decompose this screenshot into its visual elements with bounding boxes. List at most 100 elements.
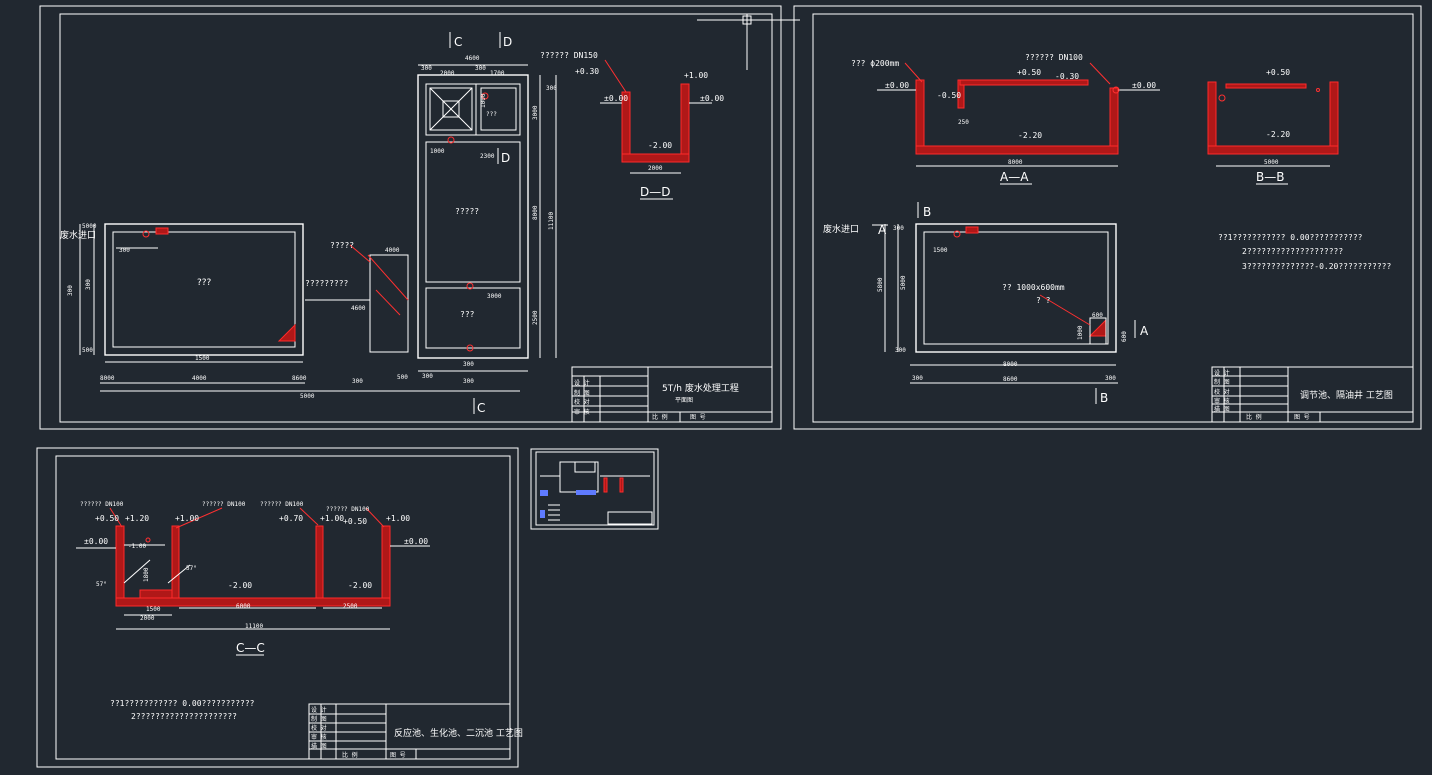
cc-pipe-4: ?????? DN100	[326, 506, 370, 513]
inlet-label: 废水进口	[60, 229, 96, 241]
aa-pipe-note-2: ?????? DN100	[1025, 53, 1083, 62]
dim-5000: 300	[85, 279, 92, 290]
sheet-3-section-cc[interactable]: ?????? DN100 ?????? DN100 ?????? DN100 ?…	[36, 447, 523, 768]
tb3-row-5: 描 图	[311, 742, 327, 750]
tb2-row-5: 描 图	[1214, 405, 1230, 413]
tb1-project-title: 5T/h 废水处理工程	[662, 382, 739, 394]
marker-b-bottom: B	[1100, 391, 1108, 405]
dim-300-bottom: 300	[422, 373, 433, 380]
dim-2500-v: 2500	[532, 310, 539, 325]
dim-8000: 1500	[195, 355, 210, 362]
tb3-drawing-name: 反应池、生化池、二沉池 工艺图	[394, 727, 523, 739]
tank-label: ???	[197, 278, 212, 288]
s2-dim-600: 600	[1092, 312, 1103, 319]
marker-a-left: A	[878, 223, 887, 237]
section-b-b[interactable]: +0.50 -2.20 5000 B—B	[1207, 68, 1339, 185]
dd-elev-000b: ±0.00	[700, 94, 724, 103]
grease-trap-plan[interactable]: ????? ????????? 4000 4600 300 500	[305, 241, 409, 385]
tb3-scale: 比 例	[342, 751, 358, 759]
marker-b-top: B	[923, 205, 931, 219]
aa-elev-000a: ±0.00	[885, 81, 909, 90]
tb2-row-3: 校 对	[1214, 388, 1230, 396]
tb2-row-4: 审 核	[1214, 397, 1230, 405]
s2-dim-300d: 300	[1105, 375, 1116, 382]
dd-elev-000a: ±0.00	[604, 94, 628, 103]
sheet-1-title-block[interactable]: 设 计 制 图 校 对 审 核 5T/h 废水处理工程 平面图 比 例 图 号	[571, 366, 773, 423]
opening-note: ?? 1000x600mm	[1002, 283, 1065, 292]
dim-300-c: 5000	[82, 223, 97, 230]
aa-elev-minus030: -0.30	[1055, 72, 1079, 81]
section-d-d[interactable]: ?????? DN150 +0.30 +1.00 ±0.00 ±0.00 -2.…	[540, 51, 724, 200]
tb1-row-design: 设 计	[574, 379, 590, 387]
s2-dim-600b: 600	[1121, 331, 1128, 342]
cc-angle-2: 57°	[186, 565, 197, 572]
dim-1500-b: 4000	[385, 247, 400, 254]
label-q5: ?????	[330, 241, 354, 250]
cc-elev-10: -2.00	[228, 581, 252, 590]
dim-300-top-a: 300	[421, 65, 432, 72]
tb3-row-2: 制 图	[311, 715, 327, 723]
cc-elev-6: +0.50	[343, 517, 367, 526]
dim-2000-top: 2000	[440, 70, 455, 77]
sheet-2-title-block[interactable]: 设 计 制 图 校 对 审 核 描 图 调节池、隔油井 工艺图 比 例 图 号	[1211, 366, 1414, 423]
tb2-drawing-name: 调节池、隔油井 工艺图	[1300, 389, 1393, 401]
sheet-2-outer-frame	[793, 5, 1422, 430]
sheet-2-tank-plan[interactable]: 废水进口 A B A B ?? 1000x600mm ? ? 300 1500 …	[823, 202, 1149, 405]
label-q3: ???	[486, 111, 497, 118]
thumbnail-inlet-icon	[540, 490, 548, 496]
dim-300-a: 8000	[100, 375, 115, 382]
aa-dim-250: 250	[958, 119, 969, 126]
bb-elev-plus050: +0.50	[1266, 68, 1290, 77]
cc-elev-8: ±0.00	[84, 537, 108, 546]
tb3-row-4: 审 核	[311, 733, 327, 741]
cc-dim-1800: 1800	[143, 567, 150, 582]
aa-pipe-note: ??? ϕ200mm	[851, 59, 899, 68]
dim-1500: 300	[119, 247, 130, 254]
sheet-1-outer-frame	[39, 5, 782, 430]
sheet-3-title-block[interactable]: 设 计 制 图 校 对 审 核 描 图 反应池、生化池、二沉池 工艺图 比 例 …	[308, 703, 523, 760]
cc-pipe-3: ?????? DN100	[260, 501, 304, 508]
cc-elev-4: +0.70	[279, 514, 303, 523]
section-marker-d-top: D	[503, 35, 512, 49]
dim-300-side: 300	[546, 85, 557, 92]
s2-note-2: 2????????????????????	[1242, 247, 1343, 256]
dd-width: 2000	[648, 165, 663, 172]
dim-1000-a: 1000	[430, 148, 445, 155]
dim-4600-top: 4600	[465, 55, 480, 62]
bb-width: 5000	[1264, 159, 1279, 166]
dim-18300: 5000	[300, 393, 315, 400]
section-c-c[interactable]: ?????? DN100 ?????? DN100 ?????? DN100 ?…	[76, 501, 430, 656]
cc-dim-2500: 2500	[343, 603, 358, 610]
dim-1000-b: 1000	[480, 93, 487, 108]
cc-dim-2000: 2000	[140, 615, 155, 622]
s2-dim-5800: 5800	[877, 277, 884, 292]
aa-elev-000b: ±0.00	[1132, 81, 1156, 90]
cc-title: C—C	[236, 641, 265, 655]
aa-width: 8000	[1008, 159, 1023, 166]
s3-note-1: ??1??????????? 0.00???????????	[110, 699, 255, 708]
s2-dim-1500: 1500	[933, 247, 948, 254]
s2-dim-8600: 8600	[1003, 376, 1018, 383]
cc-elev-7: +1.00	[386, 514, 410, 523]
regulating-tank-plan[interactable]: ??? 废水进口 1500 4000 8000 8600 300 5000 50…	[60, 223, 520, 400]
sheet-1-inner-frame	[59, 13, 773, 423]
bb-title: B—B	[1256, 170, 1284, 184]
reaction-bio-clarifier-plan[interactable]: ????? ??? ??? 4600 300 2000 300 1700 100…	[417, 55, 557, 385]
cc-elev-1: +1.20	[125, 514, 149, 523]
sheet-3-inner-frame	[55, 455, 511, 760]
dim-300-d: 500	[82, 347, 93, 354]
sheet-3-notes: ??1??????????? 0.00??????????? 2????????…	[110, 699, 255, 721]
cc-angle-1: 57°	[96, 581, 107, 588]
dim-11100-v: 11100	[548, 212, 555, 230]
dim-4000-b: 4600	[351, 305, 366, 312]
sheet-2-regulating-tank[interactable]: ??? ϕ200mm ?????? DN100 ±0.00 -0.50 +0.5…	[793, 5, 1422, 430]
section-marker-d-mid: D	[501, 151, 510, 165]
dim-500: 500	[397, 374, 408, 381]
section-a-a[interactable]: ??? ϕ200mm ?????? DN100 ±0.00 -0.50 +0.5…	[851, 53, 1160, 185]
dim-8600: 4000	[192, 375, 207, 382]
cc-elev-9: ±0.00	[404, 537, 428, 546]
sheet-1-plan[interactable]: ??? 废水进口 1500 4000 8000 8600 300 5000 50…	[39, 5, 800, 430]
thumbnail-sheet[interactable]	[530, 448, 659, 530]
thumbnail-marker	[540, 510, 545, 518]
